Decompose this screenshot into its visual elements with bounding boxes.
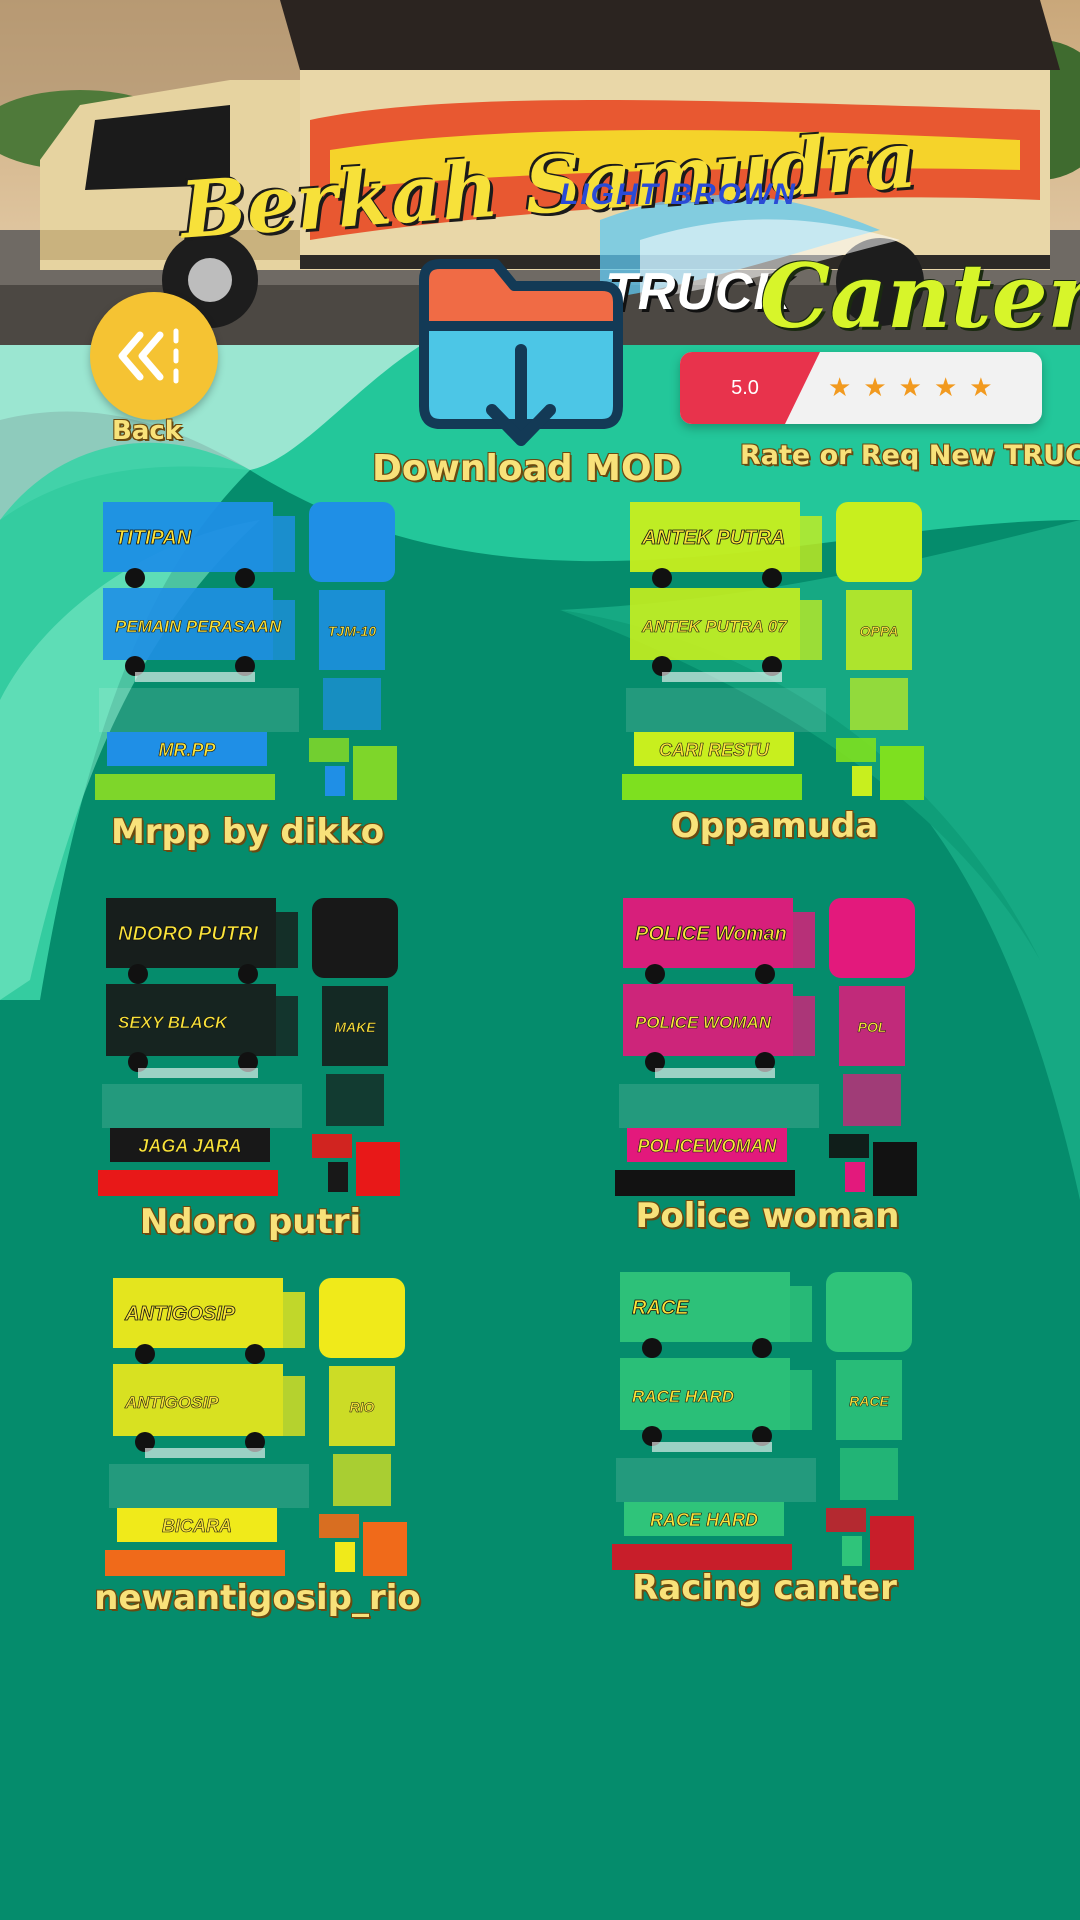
livery-body-text: PEMAIN PERASAAN (115, 617, 282, 636)
livery-thumbnail: TITIPAN PEMAIN PERASAAN MR.PP TJM-10 (95, 502, 397, 800)
livery-cab-text: MAKE (334, 1019, 376, 1035)
folder-download-icon (419, 259, 623, 446)
livery-title-text: POLICE Woman (635, 923, 787, 945)
livery-body-text: ANTEK PUTRA 07 (641, 617, 788, 636)
brand-canter-text: Canter (760, 244, 1080, 345)
livery-thumbnail: ANTIGOSIP ANTIGOSIP BICARA RIO (105, 1278, 407, 1576)
livery-plate-text: POLICEWOMAN (638, 1136, 778, 1156)
star-icon[interactable]: ★ (863, 373, 887, 403)
livery-thumbnail: ANTEK PUTRA ANTEK PUTRA 07 CARI RESTU OPPA (622, 502, 924, 800)
livery-plate-text: JAGA JARA (138, 1136, 241, 1156)
livery-card[interactable]: RACE RACE HARD RACE HARD RACE Racing canter (612, 1266, 917, 1618)
livery-body-text: SEXY BLACK (118, 1013, 229, 1032)
livery-name: newantigosip_rio (94, 1578, 421, 1618)
livery-card[interactable]: NDORO PUTRI SEXY BLACK JAGA JARA MAKE Ndoro … (98, 892, 403, 1252)
download-mod-button[interactable] (410, 230, 632, 452)
livery-cab-text: OPPA (860, 623, 899, 639)
livery-name: Ndoro putri (139, 1202, 362, 1242)
livery-title-text: TITIPAN (115, 527, 192, 549)
livery-plate-text: RACE HARD (650, 1510, 758, 1530)
rating-score: 5.0 (731, 377, 759, 399)
livery-title-text: ANTEK PUTRA (641, 527, 785, 549)
livery-thumbnail: RACE RACE HARD RACE HARD RACE (612, 1272, 914, 1570)
livery-name: Racing canter (632, 1568, 897, 1608)
livery-plate-text: CARI RESTU (659, 740, 770, 760)
livery-cab-text: RIO (350, 1399, 375, 1415)
star-icon[interactable]: ★ (969, 373, 993, 403)
livery-card[interactable]: ANTEK PUTRA ANTEK PUTRA 07 CARI RESTU OPPA O… (622, 496, 927, 856)
back-button[interactable] (90, 292, 218, 420)
rating-stars: ★ ★ ★ ★ ★ (828, 370, 993, 406)
livery-cab-text: POL (858, 1019, 887, 1035)
livery-card[interactable]: ANTIGOSIP ANTIGOSIP BICARA RIO newantigosip_… (94, 1272, 421, 1628)
livery-cab-text: RACE (849, 1393, 889, 1409)
livery-title-text: RACE (632, 1297, 689, 1319)
rate-request-label: Rate or Req New TRUCK (740, 440, 1080, 471)
livery-name: Oppamuda (670, 806, 879, 846)
double-chevron-left-icon (118, 328, 179, 384)
rating-widget[interactable]: 5.0 ★ ★ ★ ★ ★ (680, 352, 1042, 424)
banner-subtitle: LIGHT BROWN (560, 178, 797, 211)
download-mod-label: Download MOD (372, 448, 682, 489)
livery-plate-text: MR.PP (158, 740, 216, 760)
star-icon[interactable]: ★ (933, 373, 958, 403)
brand-truck-text: TRUCK (605, 263, 792, 321)
back-label: Back (112, 416, 183, 446)
livery-plate-text: BICARA (162, 1516, 232, 1536)
livery-name: Mrpp by dikko (110, 812, 385, 852)
livery-body-text: POLICE WOMAN (635, 1013, 772, 1032)
livery-name: Police woman (635, 1196, 900, 1236)
livery-body-text: RACE HARD (632, 1387, 734, 1406)
livery-title-text: ANTIGOSIP (124, 1303, 236, 1325)
livery-thumbnail: NDORO PUTRI SEXY BLACK JAGA JARA MAKE (98, 898, 400, 1196)
star-icon[interactable]: ★ (898, 373, 922, 403)
livery-body-text: ANTIGOSIP (124, 1393, 219, 1412)
livery-cab-text: TJM-10 (328, 623, 376, 639)
livery-title-text: NDORO PUTRI (118, 923, 258, 945)
star-icon[interactable]: ★ (828, 373, 852, 403)
